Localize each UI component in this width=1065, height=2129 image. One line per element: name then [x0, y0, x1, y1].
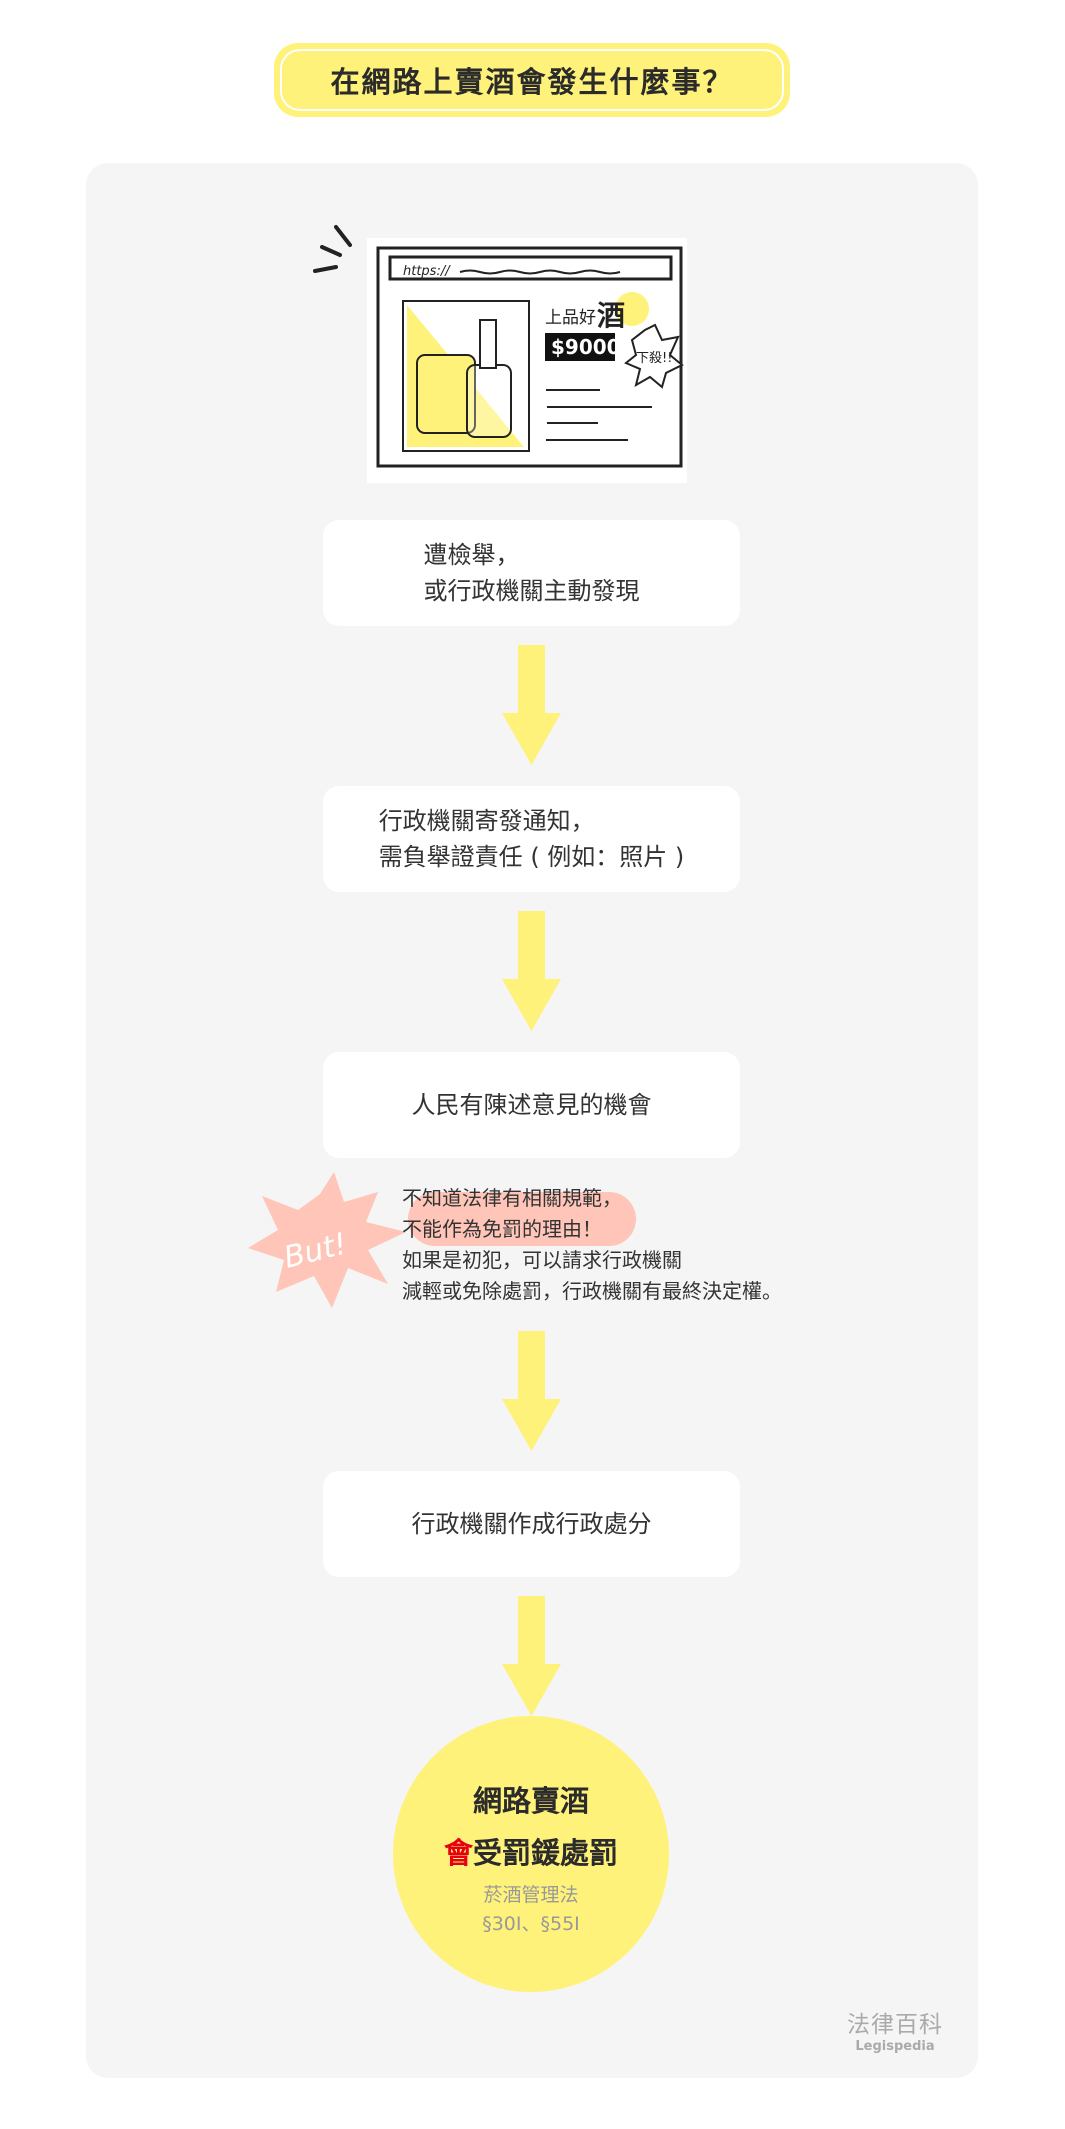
logo-zh: 法律百科 [847, 2012, 943, 2038]
step-text: 或行政機關主動發現 [423, 577, 640, 605]
online-shop-illustration: https:// 上品好 酒 $9000 下殺!! [313, 225, 687, 483]
sale-burst: 下殺!! [636, 351, 672, 366]
title-text: 在網路上賣酒會發生什麼事？ [330, 65, 734, 99]
note-line: 減輕或免除處罰，行政機關有最終決定權。 [402, 1279, 782, 1303]
step-text: 遭檢舉， [423, 541, 520, 569]
down-arrow-icon [502, 645, 561, 765]
note-text: 不知道法律有相關規範， 不能作為免罰的理由！ 如果是初犯，可以請求行政機關 減輕… [402, 1183, 782, 1307]
step-3-box: 人民有陳述意見的機會 [323, 1052, 740, 1158]
note-line: 如果是初犯，可以請求行政機關 [402, 1248, 682, 1272]
product-name: 上品好 [545, 308, 596, 328]
step-text: 行政機關作成行政處分 [411, 1510, 652, 1538]
down-arrow-icon [502, 1596, 561, 1716]
step-text: 行政機關寄發通知， [378, 807, 595, 835]
but-starburst-icon: But! [248, 1172, 406, 1308]
down-arrow-icon [502, 1331, 561, 1451]
logo-en: Legispedia [855, 2039, 935, 2054]
law-name: 菸酒管理法 [483, 1884, 579, 1906]
step-1-box: 遭檢舉， 或行政機關主動發現 [323, 520, 740, 626]
law-articles: §30Ⅰ、§55Ⅰ [482, 1913, 580, 1935]
product-highlight: 酒 [597, 299, 625, 332]
note-line: 不能作為免罰的理由！ [402, 1217, 602, 1241]
result-circle: 網路賣酒 會受罰鍰處罰 菸酒管理法 §30Ⅰ、§55Ⅰ [393, 1716, 669, 1992]
step-text: 人民有陳述意見的機會 [411, 1091, 652, 1119]
legispedia-logo: 法律百科 Legispedia [847, 2005, 943, 2054]
result-line2-text: 受罰鍰處罰 [473, 1836, 619, 1870]
result-line2: 會受罰鍰處罰 [393, 1830, 669, 1872]
result-line1: 網路賣酒 [472, 1784, 589, 1818]
url-text: https:// [403, 264, 451, 279]
down-arrow-icon [502, 911, 561, 1031]
note-line: 不知道法律有相關規範， [402, 1186, 622, 1210]
step-text: 需負舉證責任 ( 例如：照片 ) [378, 843, 685, 871]
step-2-box: 行政機關寄發通知， 需負舉證責任 ( 例如：照片 ) [323, 786, 740, 892]
highlight-marker [408, 1192, 636, 1246]
step-4-box: 行政機關作成行政處分 [323, 1471, 740, 1577]
result-emphasis: 會 [443, 1836, 473, 1870]
price-tag: $9000 [551, 335, 621, 359]
burst-lines-icon [313, 225, 352, 273]
page-title: 在網路上賣酒會發生什麼事？ [274, 43, 790, 117]
